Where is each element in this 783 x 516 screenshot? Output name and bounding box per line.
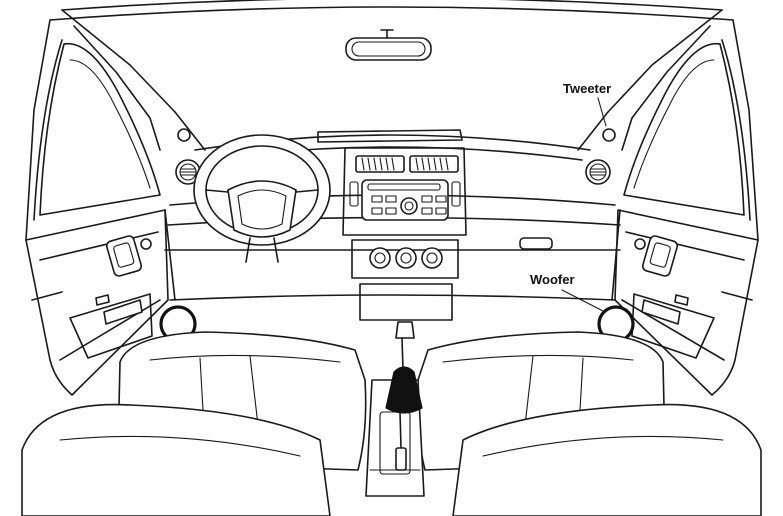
tweeter-label: Tweeter bbox=[563, 81, 611, 96]
roof-outline bbox=[49, 0, 734, 21]
vent-center bbox=[355, 155, 459, 173]
vent-right bbox=[585, 159, 611, 185]
woofer-label: Woofer bbox=[530, 272, 575, 287]
right-a-pillar bbox=[577, 9, 759, 241]
tweeter-left bbox=[177, 128, 191, 142]
climate-controls bbox=[351, 239, 459, 321]
seat-backs-foreground bbox=[21, 403, 762, 516]
head-unit bbox=[342, 147, 467, 236]
left-a-pillar bbox=[25, 9, 206, 241]
tweeter-right bbox=[602, 128, 616, 142]
gear-shifter bbox=[385, 321, 423, 471]
rearview-mirror bbox=[345, 29, 432, 61]
right-door-panel bbox=[614, 209, 759, 396]
glovebox-handle bbox=[519, 237, 553, 250]
tweeter-callout: Tweeter bbox=[563, 81, 611, 127]
woofer-callout: Woofer bbox=[530, 272, 606, 313]
right-door-window bbox=[623, 43, 745, 216]
steering-wheel bbox=[193, 134, 331, 263]
left-door-panel bbox=[25, 209, 169, 396]
left-door-window bbox=[39, 43, 161, 216]
